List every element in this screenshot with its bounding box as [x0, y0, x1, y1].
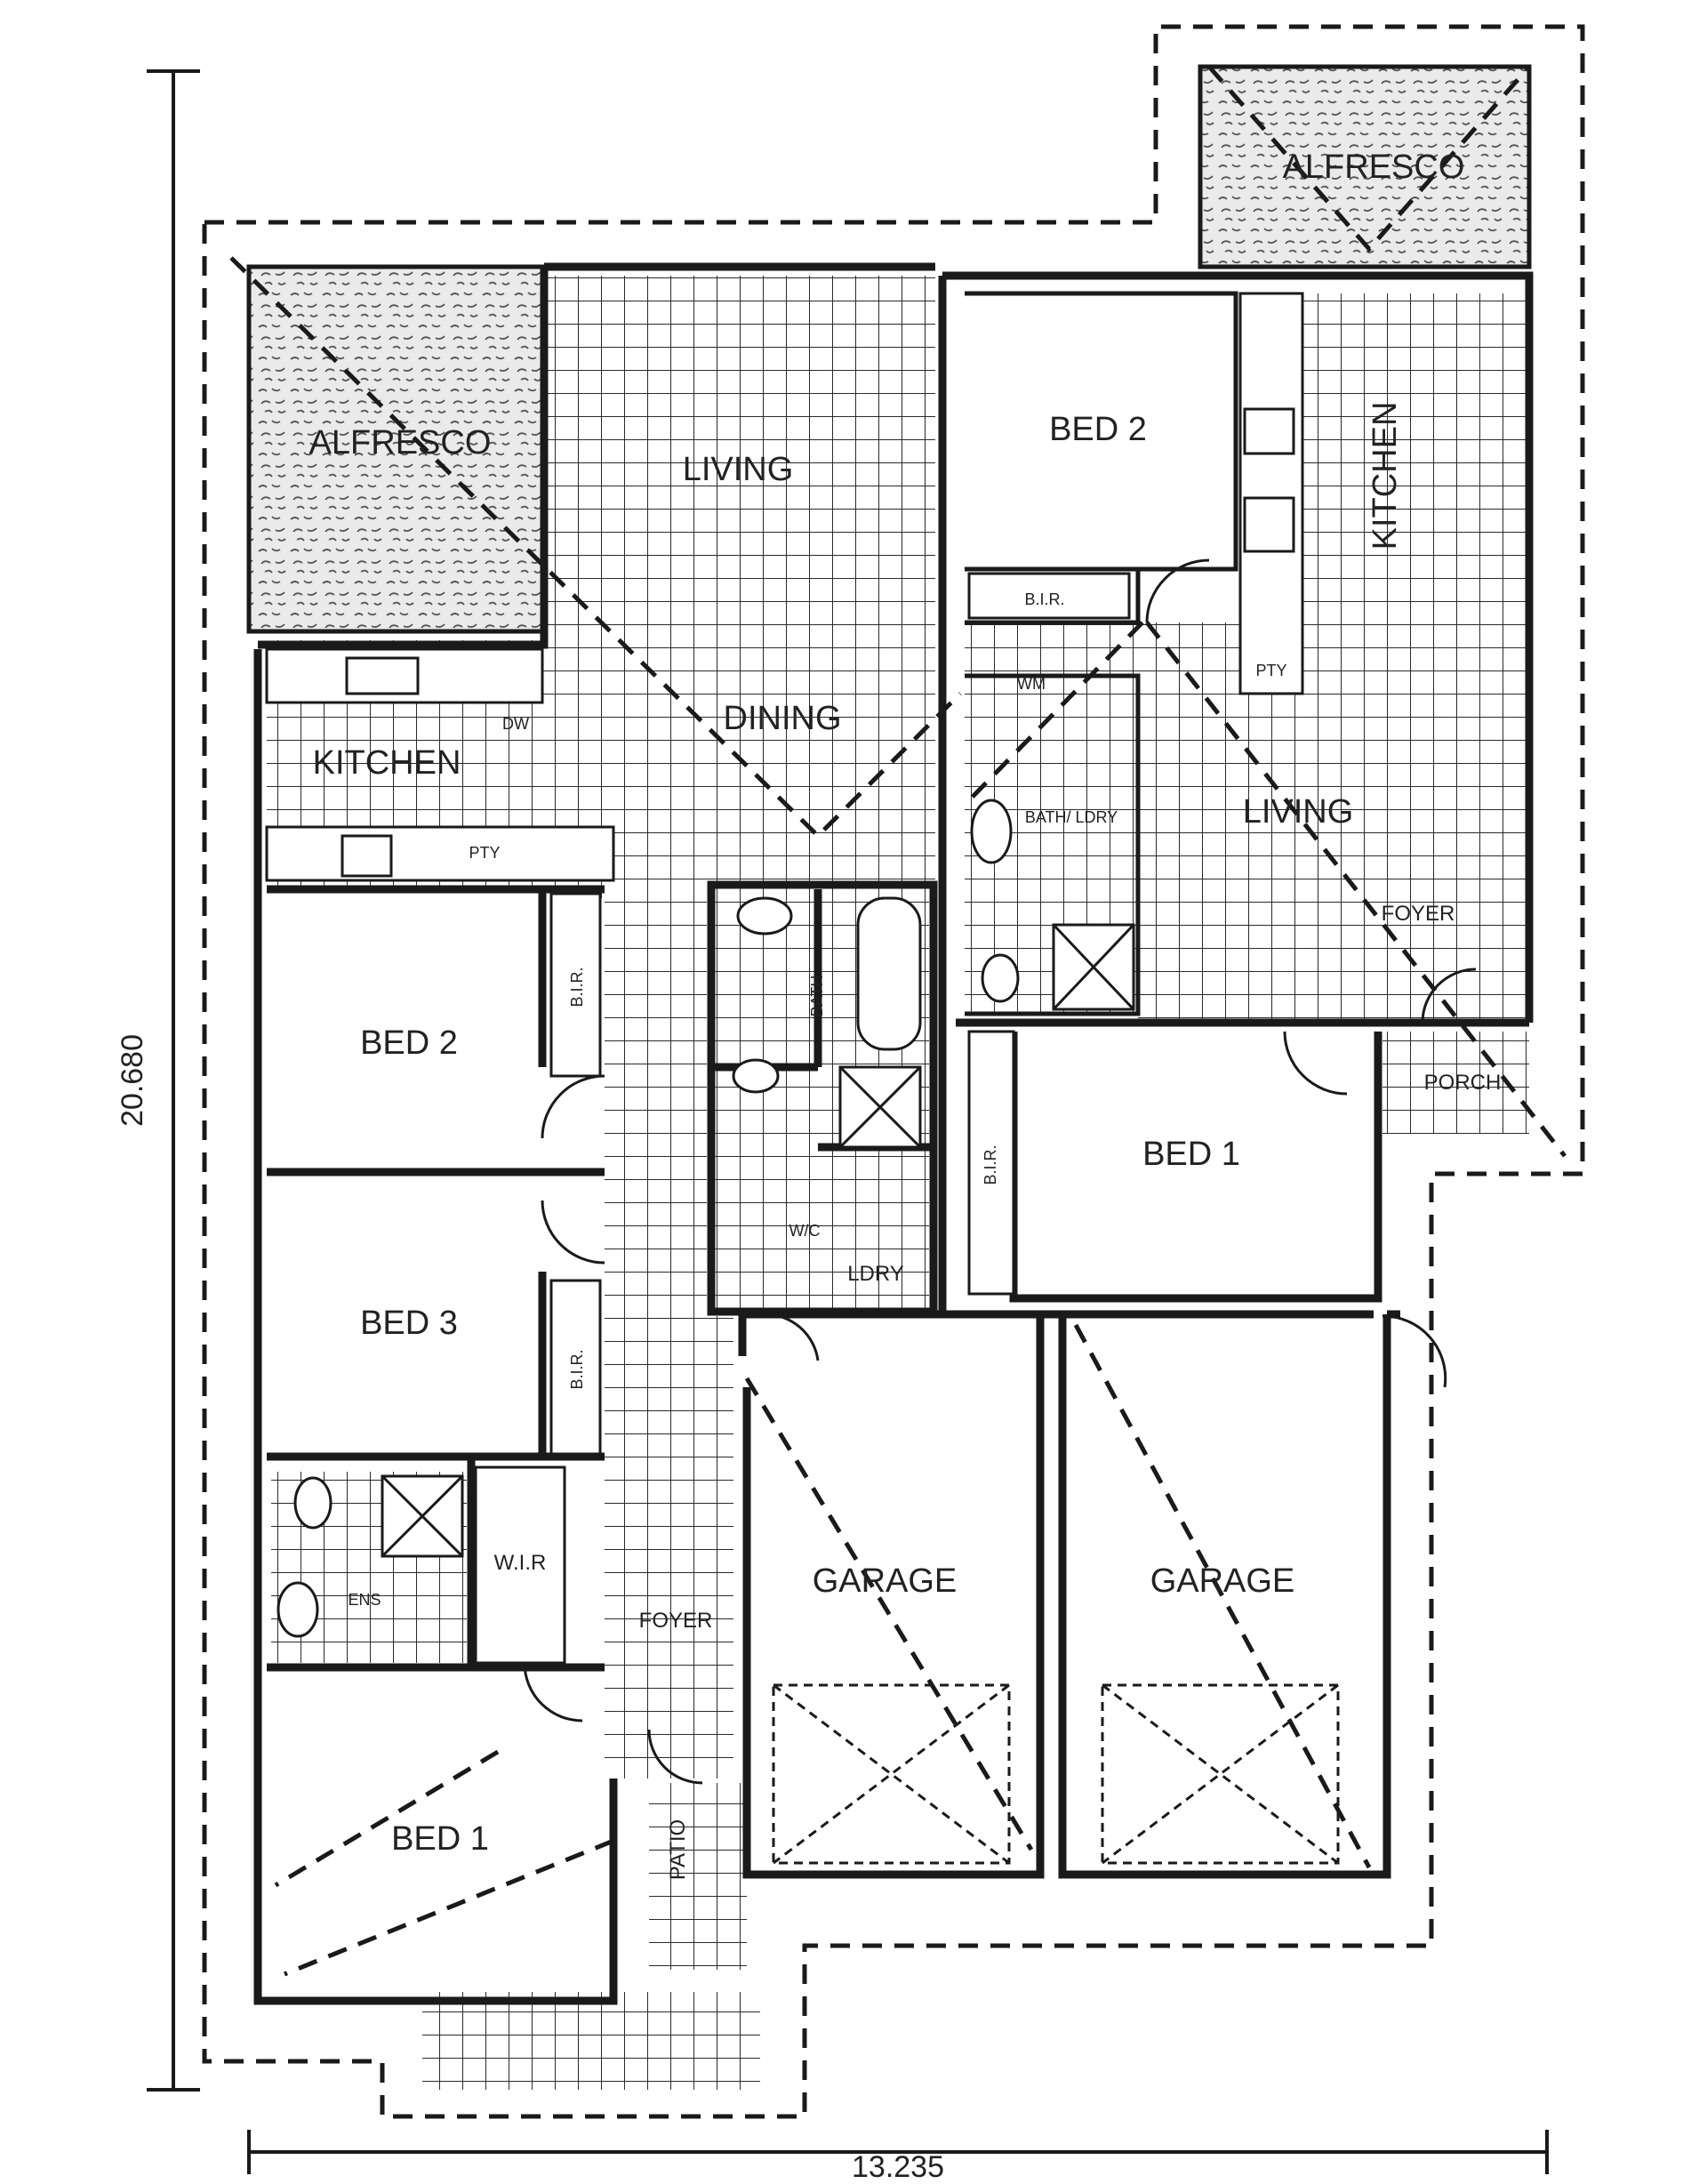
right-bath-ldry-label: BATH/ LDRY [1025, 808, 1118, 826]
left-bath-label: BATH [808, 976, 826, 1017]
height-dimension-label: 20.680 [116, 1034, 149, 1127]
right-kitchen-bench [1238, 292, 1304, 695]
left-ens-basin [276, 1581, 319, 1638]
right-unit: ALFRESCO BED 2 B.I.R. KITCHEN LIVING FOY… [938, 64, 1567, 1879]
right-bath-walls [965, 673, 1141, 1016]
left-patio-floor [649, 1783, 747, 1970]
width-dimension-label: 13.235 [852, 2150, 944, 2184]
left-garage-label: GARAGE [813, 1562, 958, 1600]
right-doors [1145, 558, 1477, 1388]
right-pty-label: PTY [1255, 662, 1286, 679]
right-porch-label: PORCH [1424, 1071, 1502, 1095]
left-patio-label: PATIO [666, 1819, 690, 1880]
right-bir-bed2-label: B.I.R. [1024, 590, 1064, 608]
left-foyer-label: FOYER [639, 1609, 713, 1633]
left-bed2-label: BED 2 [360, 1024, 458, 1062]
right-shower-cross [1052, 923, 1135, 1011]
left-sink [345, 656, 420, 695]
left-living-label: LIVING [683, 451, 794, 488]
left-bedroom-walls [267, 885, 605, 1672]
left-alfresco-label: ALFRESCO [309, 424, 492, 462]
right-kitchen-label: KITCHEN [1366, 402, 1404, 550]
right-bed2-label: BED 2 [1049, 411, 1147, 448]
left-garage-walls [738, 1310, 1045, 1879]
right-alfresco-label: ALFRESCO [1283, 149, 1465, 186]
left-alfresco-paving [246, 264, 545, 634]
right-roof-hips [967, 65, 1567, 1869]
left-roof-hips [229, 256, 1034, 1977]
right-bed2-bir [967, 572, 1131, 620]
right-garage-label: GARAGE [1150, 1562, 1295, 1600]
left-bed1-label: BED 1 [391, 1820, 489, 1858]
left-ens-toilet [293, 1476, 333, 1530]
right-living-label: LIVING [1243, 793, 1354, 831]
left-kitchen-bench-bottom [265, 825, 615, 882]
left-bed3-bir [549, 1279, 602, 1456]
left-dw-label: DW [502, 715, 529, 733]
left-doors [523, 1074, 820, 1785]
right-garage-door-cross [1102, 1683, 1339, 1865]
right-bir-bed1-label: B.I.R. [982, 1144, 999, 1184]
right-basin [970, 799, 1013, 864]
left-pty-label: PTY [469, 844, 500, 862]
right-toilet [981, 953, 1020, 1003]
width-dimension: 13.235 [247, 2130, 1549, 2184]
left-unit: ALFRESCO LIVING DINING KITCHEN BED 2 BED… [229, 256, 1045, 2090]
right-bed2-walls [965, 291, 1238, 625]
left-cooktop [341, 834, 393, 878]
right-foyer-label: FOYER [1382, 902, 1455, 926]
left-foyer-floor [605, 1316, 733, 1779]
right-garage-walls [1040, 1310, 1400, 1879]
right-sink [1243, 496, 1295, 553]
right-garage-door-panel [1101, 1683, 1340, 1865]
left-exterior-wall [253, 262, 935, 2005]
left-porch-floor [422, 1992, 760, 2090]
left-garage-door-panel [772, 1683, 1011, 1865]
left-garage-door-cross [773, 1683, 1010, 1865]
left-dining-label: DINING [724, 700, 842, 737]
left-wir-label: W.I.R [494, 1551, 547, 1575]
right-cooktop [1243, 407, 1295, 455]
right-bed1-bir [967, 1030, 1015, 1296]
left-kitchen-label: KITCHEN [313, 744, 461, 782]
left-wir [474, 1465, 566, 1665]
left-ldry-label: LDRY [847, 1262, 904, 1286]
left-wc-label: W/C [789, 1222, 821, 1240]
left-bed3-label: BED 3 [360, 1305, 458, 1342]
height-dimension: 20.680 [116, 69, 200, 2092]
right-alfresco-paving [1198, 64, 1532, 269]
left-shower-cross [838, 1065, 922, 1149]
left-ens-label: ENS [348, 1591, 381, 1609]
left-bathtub [856, 896, 922, 1051]
right-living-floor [1138, 622, 1529, 1023]
left-bir-bed2-label: B.I.R. [568, 967, 586, 1007]
right-wm-label: WM [1017, 675, 1046, 693]
right-exterior-wall [938, 271, 1534, 1312]
left-bir-bed3-label: B.I.R. [568, 1349, 586, 1389]
left-basin [736, 896, 793, 935]
right-bed1-label: BED 1 [1142, 1136, 1240, 1173]
left-ens-shower-cross [381, 1474, 464, 1558]
left-bed2-bir [549, 892, 602, 1078]
left-toilet [732, 1058, 780, 1094]
